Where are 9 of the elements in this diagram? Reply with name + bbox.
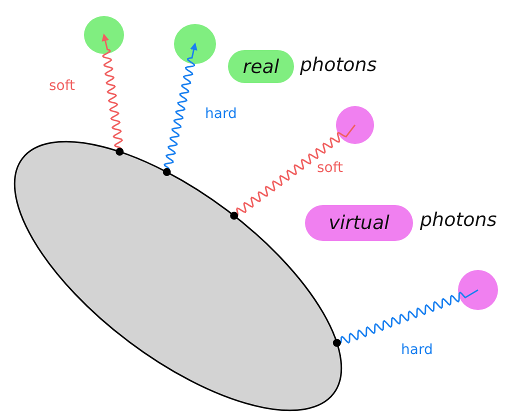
- photon-end-blob: [174, 24, 216, 64]
- caption-text: photons: [420, 209, 497, 231]
- highlight-label: virtual: [305, 205, 413, 241]
- wavy-photon-line: [234, 124, 356, 216]
- highlight-label: real: [228, 50, 294, 83]
- photon-end-blob: [336, 106, 374, 144]
- photon-end-blob: [458, 270, 498, 310]
- caption-text: photons: [300, 54, 377, 76]
- photon-end-blob: [84, 16, 124, 54]
